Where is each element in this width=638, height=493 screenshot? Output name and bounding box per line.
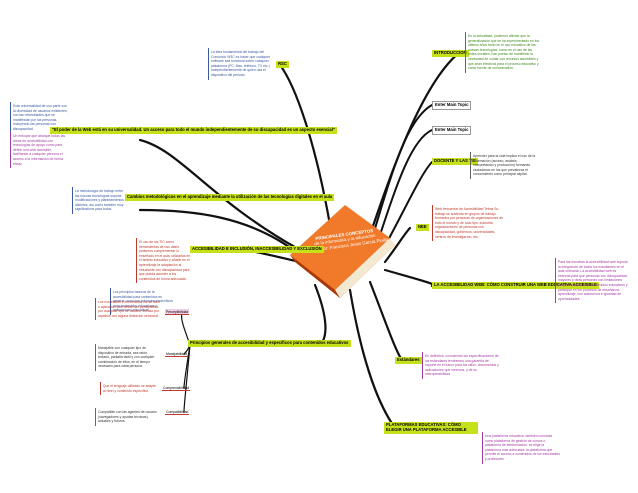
branch-rsc bbox=[278, 63, 332, 227]
central-book-icon bbox=[290, 205, 395, 298]
note-accesibilidad-inclusion: El uso de las TIC como herramientas de u… bbox=[136, 238, 193, 284]
node-nee[interactable]: NEE bbox=[416, 224, 429, 231]
branch-estandares bbox=[368, 280, 404, 362]
book-pages bbox=[335, 238, 395, 298]
branch-poder-web bbox=[138, 138, 302, 252]
node-plataformas[interactable]: PLATAFORMAS EDUCATIVAS: CÓMO ELEGIR UNA … bbox=[384, 422, 478, 434]
node-cambios[interactable]: Cambios metodológicos en el aprendizaje … bbox=[125, 194, 335, 201]
branch-accesibilidad-web bbox=[383, 268, 435, 288]
note-poder-web-2: Un enfoque que abarque todas las áreas d… bbox=[10, 132, 70, 169]
note-compatibilidad: Compatible con las agentes de usuario (n… bbox=[95, 408, 162, 426]
node-docente-tic[interactable]: DOCENTE Y LAS TIC bbox=[432, 158, 478, 165]
note-plataformas: Una plataforma educativa, también conoci… bbox=[482, 432, 563, 464]
node-rsc[interactable]: RSC bbox=[276, 61, 289, 68]
node-introduccion[interactable]: INTRODUCCION bbox=[432, 50, 469, 57]
note-manejabilidad: Manejable con cualquier tipo de disposit… bbox=[95, 344, 162, 371]
node-compatibilidad[interactable]: Compatibilidad bbox=[165, 409, 190, 415]
branch-nee bbox=[383, 226, 412, 264]
branch-plataformas bbox=[348, 288, 397, 430]
note-poder-web-1: Esta universalidad de uso parte con la d… bbox=[10, 102, 70, 134]
note-principios: Los principios básicos de la accesibilid… bbox=[110, 288, 175, 315]
branch-enter-main-topic-1 bbox=[369, 104, 433, 246]
node-enter-main-topic-1[interactable]: Enter Main Topic bbox=[432, 101, 472, 110]
node-principios[interactable]: Principios generales de accesibilidad y … bbox=[188, 340, 351, 347]
node-comprensibilidad[interactable]: Comprensibilidad bbox=[162, 385, 191, 391]
branch-compatibilidad bbox=[183, 344, 191, 413]
branch-principios bbox=[313, 283, 327, 347]
note-perceptibilidad: Los contenidos e información con el siti… bbox=[95, 298, 162, 321]
node-estandares[interactable]: Estándares bbox=[395, 357, 422, 364]
note-cambios: La metodología de trabajo entre las nuev… bbox=[72, 187, 127, 214]
note-accesibilidad-web: Para las escuelas la accesibilidad web s… bbox=[555, 258, 630, 304]
node-accesibilidad-web[interactable]: LA ACCESIBILIDAD WEB: CÓMO CONSTRUIR UNA… bbox=[432, 282, 599, 289]
branch-enter-main-topic-2 bbox=[374, 129, 433, 251]
note-nee: Web frecuentar de Accesibilidad Telma Su… bbox=[432, 205, 507, 242]
node-manejabilidad[interactable]: Manejabilidad bbox=[165, 351, 188, 357]
branch-cambios bbox=[138, 208, 302, 257]
node-perceptibilidad[interactable]: Perceptibilidad bbox=[165, 309, 190, 315]
node-accesibilidad-inclusion[interactable]: ACCESIBILIDAD E INCLUSIÓN, INACCESIBILID… bbox=[190, 246, 324, 253]
note-estandares: En definitiva, conociendo las especifica… bbox=[422, 352, 502, 379]
book-spine bbox=[290, 255, 340, 298]
note-rsc: La idea fundamental del trabajo del Cons… bbox=[208, 48, 281, 80]
note-introduccion: En la actualidad, podemos afirmar que la… bbox=[465, 32, 542, 73]
book-front-cover bbox=[290, 205, 390, 290]
node-enter-main-topic-2[interactable]: Enter Main Topic bbox=[432, 126, 472, 135]
branch-introduccion bbox=[368, 50, 462, 237]
node-poder-web[interactable]: "El poder de la Web está en su universal… bbox=[50, 127, 337, 134]
note-docente: Aprender para la vida implica el uso de … bbox=[470, 152, 540, 179]
note-comprensibilidad: Que el lenguaje utilizado se adapte al n… bbox=[100, 382, 160, 396]
